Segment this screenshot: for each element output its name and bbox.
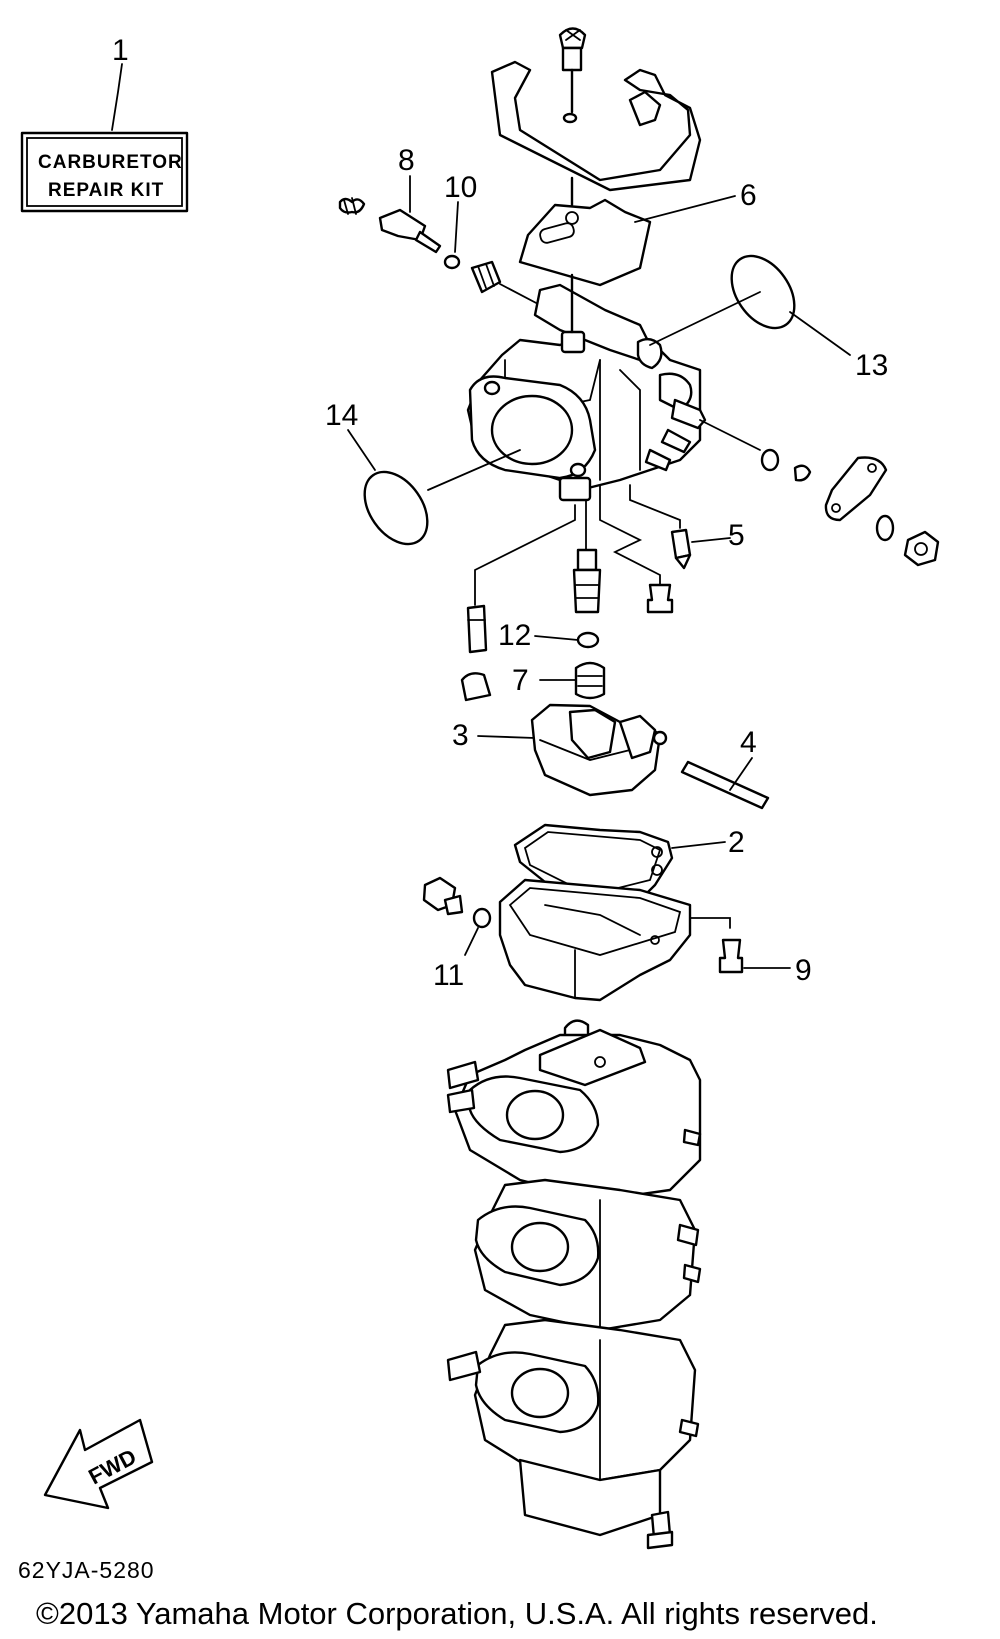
carburetor-body bbox=[466, 273, 761, 502]
part-11-drain-screw: 11 bbox=[422, 876, 492, 992]
callout-12: 12 bbox=[498, 619, 531, 652]
part-12-oring: 12 bbox=[498, 619, 600, 652]
callout-6: 6 bbox=[740, 179, 757, 212]
callout-13: 13 bbox=[855, 349, 888, 382]
main-jet-plug bbox=[460, 672, 492, 702]
part-8-pilot-screw: 8 10 bbox=[338, 144, 541, 306]
callout-1-group: 1 CARBURETOR REPAIR KIT bbox=[20, 34, 189, 213]
top-cover bbox=[490, 27, 702, 192]
callout-9: 9 bbox=[795, 954, 812, 987]
callout-4: 4 bbox=[740, 726, 757, 759]
screw-under-body bbox=[646, 583, 674, 614]
body-leaders bbox=[474, 484, 681, 606]
slow-jet bbox=[466, 604, 488, 654]
callout-2: 2 bbox=[728, 826, 745, 859]
kit-label-line1: CARBURETOR bbox=[38, 152, 183, 173]
throttle-linkage bbox=[699, 419, 940, 567]
callout-14: 14 bbox=[325, 399, 358, 432]
float-chamber bbox=[498, 878, 692, 1002]
part-13-gasket: 13 bbox=[730, 254, 888, 382]
part-14-oring: 14 bbox=[325, 399, 521, 546]
callout-11: 11 bbox=[433, 959, 464, 992]
kit-label-line2: REPAIR KIT bbox=[48, 180, 164, 201]
callout-10: 10 bbox=[444, 171, 477, 204]
part-7-plug: 7 bbox=[512, 661, 606, 700]
part-6-gasket: 6 bbox=[518, 176, 757, 287]
callout-8: 8 bbox=[398, 144, 415, 177]
callout-5: 5 bbox=[728, 519, 745, 552]
copyright-notice: ©2013 Yamaha Motor Corporation, U.S.A. A… bbox=[36, 1596, 878, 1631]
part-3-float: 3 bbox=[452, 703, 668, 797]
part-4-pin: 4 bbox=[680, 726, 770, 810]
carburetor-assembly-stack bbox=[446, 1019, 702, 1550]
part-5-needle-valve: 5 bbox=[670, 519, 745, 570]
fwd-arrow: FWD bbox=[43, 1418, 154, 1510]
diagram-part-number: 62YJA-5280 bbox=[18, 1557, 155, 1583]
part-9-screw: 9 bbox=[689, 917, 812, 987]
callout-3: 3 bbox=[452, 719, 469, 752]
main-nozzle bbox=[572, 548, 602, 614]
callout-7: 7 bbox=[512, 664, 529, 697]
callout-1: 1 bbox=[112, 34, 129, 67]
